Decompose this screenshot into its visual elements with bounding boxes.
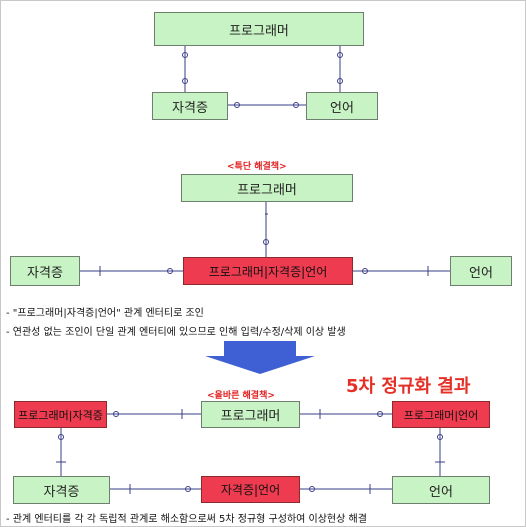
entity-certificate: 자격증 <box>10 256 80 286</box>
entity-certificate: 자격증 <box>13 476 110 504</box>
note-line-1: - "프로그래머|자격증|언어" 관계 엔터티로 조인 <box>6 308 204 319</box>
footer-note: - 관계 엔터티를 각 각 독립적 관계로 해소함으로써 5차 정규형 구성하여… <box>6 514 367 525</box>
relation-programmer-certificate-language: 프로그래머|자격증|언어 <box>183 257 353 285</box>
entity-language: 언어 <box>392 476 490 504</box>
entity-language: 언어 <box>450 256 512 286</box>
entity-programmer: 프로그래머 <box>154 12 364 46</box>
note-line-2: - 연관성 없는 조인이 단일 관계 엔터티에 있으므로 인해 입력/수정/삭제… <box>6 327 346 338</box>
entity-programmer: 프로그래머 <box>181 174 353 202</box>
transform-arrow <box>205 341 315 374</box>
relation-certificate-language: 자격증|언어 <box>201 476 300 503</box>
caption-special-solution: <특단 해결책> <box>227 162 287 172</box>
result-title: 5차 정규화 결과 <box>346 376 471 397</box>
entity-programmer: 프로그래머 <box>201 401 300 428</box>
entity-certificate: 자격증 <box>152 92 228 120</box>
entity-language: 언어 <box>306 92 378 120</box>
caption-correct-solution: <올바른 해결책> <box>207 391 275 401</box>
relation-programmer-language: 프로그래머|언어 <box>392 401 490 428</box>
relation-programmer-certificate: 프로그래머|자격증 <box>14 401 107 428</box>
